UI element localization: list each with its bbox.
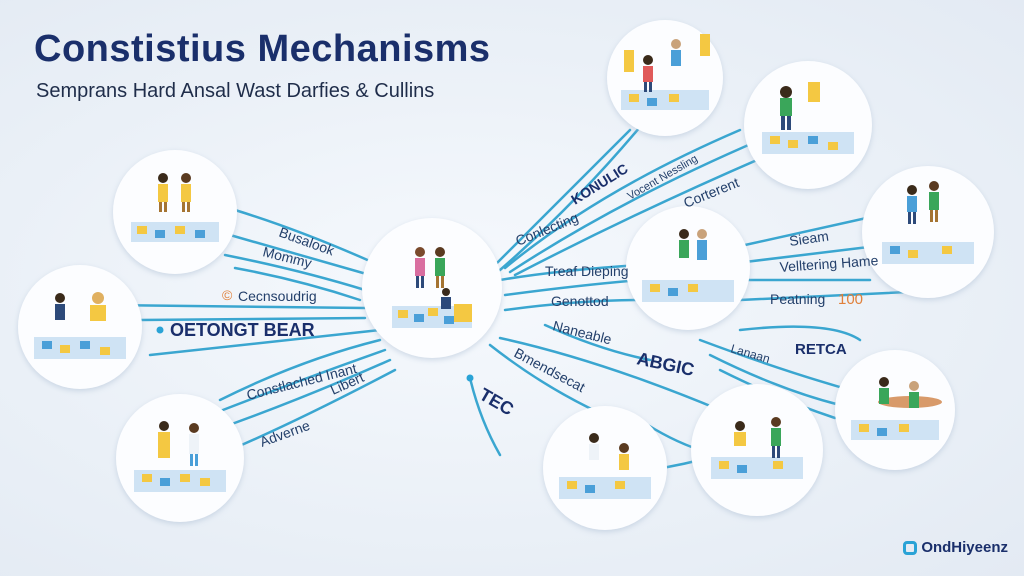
brand-logo: OndHiyeenz	[903, 539, 1008, 556]
bullet-dot	[156, 326, 164, 334]
person-icon	[90, 292, 106, 321]
person-icon	[435, 247, 445, 288]
label-peating: Peatning	[770, 291, 825, 307]
person-icon	[643, 55, 653, 92]
person-icon	[879, 377, 889, 404]
person-icon	[780, 86, 792, 130]
label-cecnsoudrig: Cecnsoudrig	[238, 288, 317, 304]
person-icon	[619, 443, 629, 470]
node-bottom-center	[543, 406, 667, 530]
node-right-bottom	[835, 350, 955, 470]
node-center	[362, 218, 502, 358]
node-left-bottom	[116, 394, 244, 522]
person-icon	[415, 247, 425, 288]
label-genottod: Genottod	[551, 293, 609, 309]
page-subtitle: Semprans Hard Ansal Wast Darfies & Culli…	[36, 80, 435, 102]
person-icon	[55, 293, 65, 320]
person-icon	[771, 417, 781, 458]
page-title: Constistius Mechanisms	[34, 28, 491, 70]
person-icon	[189, 423, 199, 466]
node-bottom-right	[691, 384, 823, 516]
label-peating-number: 100	[838, 291, 863, 308]
person-icon	[909, 381, 919, 408]
node-left-mid	[18, 265, 142, 389]
person-icon	[589, 433, 599, 460]
person-icon	[158, 173, 168, 212]
logo-icon	[903, 540, 918, 555]
bullet-dot	[466, 374, 474, 382]
label-abgic: ABGIC	[635, 348, 696, 380]
label-conlecting: Conlecting	[513, 209, 580, 249]
node-right-mid	[626, 206, 750, 330]
person-icon	[158, 421, 170, 458]
person-icon	[697, 229, 707, 260]
node-left-top	[113, 150, 237, 274]
tile-cluster-icon	[34, 34, 974, 499]
label-etongt-bear: OETONGT BEAR	[170, 320, 315, 340]
person-icon	[929, 181, 939, 222]
label-sieam: Sieam	[788, 228, 830, 249]
label-lanaan: Lanaan	[729, 341, 771, 365]
node-top-right-2	[744, 61, 872, 189]
person-icon	[671, 39, 681, 66]
person-icon	[907, 185, 917, 224]
person-icon	[181, 173, 191, 212]
label-treat-deeping: Treaf Dieping	[545, 263, 629, 279]
person-icon	[441, 288, 451, 309]
person-icon	[734, 421, 746, 446]
node-far-right	[862, 166, 994, 298]
cecnsoudrig-icon: ©	[222, 287, 233, 303]
logo-text: OndHiyeenz	[921, 539, 1008, 556]
person-icon	[679, 229, 689, 258]
label-velltering-hame: Velltering Hame	[779, 252, 879, 275]
label-adverne: Adverne	[258, 417, 313, 450]
label-retca: RETCA	[795, 341, 847, 358]
label-naneable: Naneable	[551, 317, 613, 347]
